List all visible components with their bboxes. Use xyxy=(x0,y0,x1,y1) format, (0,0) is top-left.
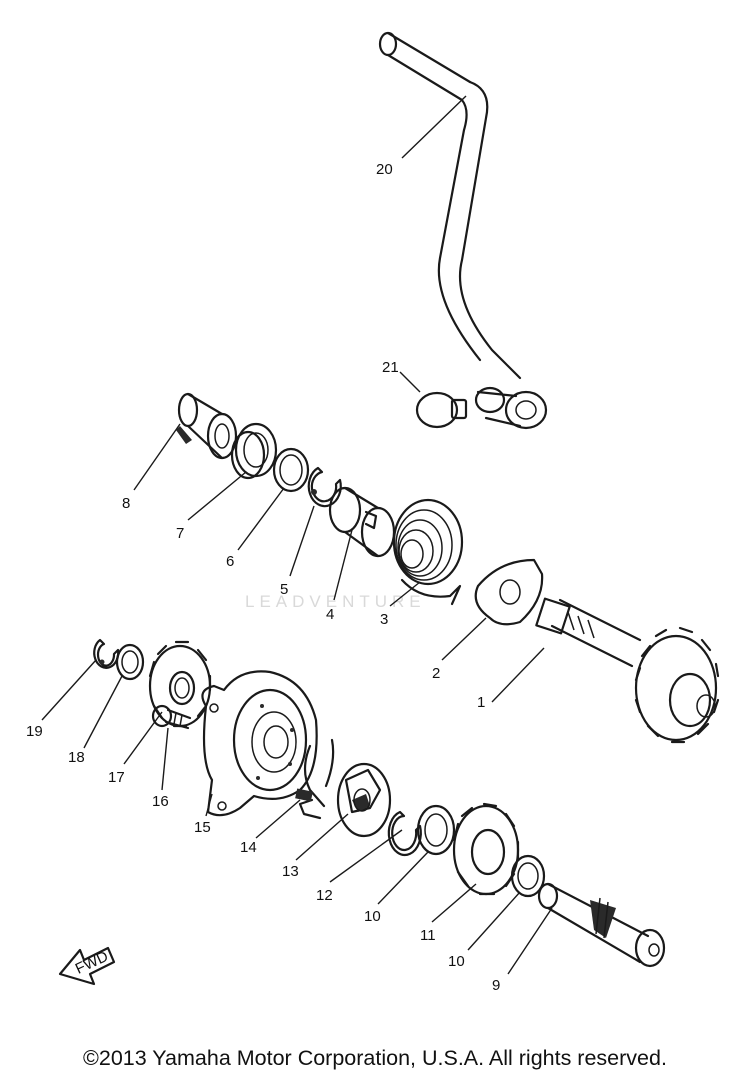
callout-3: 3 xyxy=(380,611,388,628)
part-19-circlip xyxy=(93,638,120,669)
part-15-housing xyxy=(201,670,318,817)
callout-17: 17 xyxy=(108,769,125,786)
part-10-washer-a xyxy=(416,804,456,856)
copyright-notice: ©2013 Yamaha Motor Corporation, U.S.A. A… xyxy=(83,1046,667,1070)
part-2-plate xyxy=(474,558,544,626)
part-20-kick-crank xyxy=(378,31,548,430)
callout-7: 7 xyxy=(176,525,184,542)
callout-10a: 10 xyxy=(364,908,381,925)
callout-20: 20 xyxy=(376,161,393,178)
callout-16: 16 xyxy=(152,793,169,810)
callout-2: 2 xyxy=(432,665,440,682)
callout-5: 5 xyxy=(280,581,288,598)
part-10-washer-b xyxy=(510,854,546,898)
part-5-circlip xyxy=(307,466,342,508)
part-9-spindle xyxy=(537,882,666,968)
callout-13: 13 xyxy=(282,863,299,880)
callout-15: 15 xyxy=(194,819,211,836)
fwd-direction-arrow: FWD xyxy=(58,946,116,986)
callout-1: 1 xyxy=(477,694,485,711)
callout-9: 9 xyxy=(492,977,500,994)
callout-11: 11 xyxy=(420,927,436,944)
part-4-spring-guide xyxy=(328,486,396,558)
callout-18: 18 xyxy=(68,749,85,766)
part-18-washer xyxy=(115,643,145,681)
callout-6: 6 xyxy=(226,553,234,570)
callout-21: 21 xyxy=(382,359,399,376)
callout-12: 12 xyxy=(316,887,333,904)
callout-19: 19 xyxy=(26,723,43,740)
part-16-bolt xyxy=(151,704,192,730)
callout-labels: 1 2 3 4 5 6 7 8 9 10 10 11 12 13 14 15 1… xyxy=(26,161,500,994)
part-1-kick-axle xyxy=(535,597,720,744)
watermark-text: LEADVENTURE xyxy=(245,592,426,611)
part-6-washer xyxy=(272,447,310,493)
part-13-ratchet xyxy=(336,762,392,838)
part-11-kick-gear xyxy=(452,802,520,896)
part-8-bushing xyxy=(176,392,238,460)
callout-10b: 10 xyxy=(448,953,465,970)
part-14-clip xyxy=(295,738,335,820)
part-12-circlip xyxy=(387,810,422,857)
part-7-bearing xyxy=(230,422,278,480)
callout-4: 4 xyxy=(326,606,334,623)
callout-8: 8 xyxy=(122,495,130,512)
part-21-crank-boss xyxy=(415,391,468,429)
part-3-torsion-spring xyxy=(392,498,464,606)
callout-14: 14 xyxy=(240,839,257,856)
leader-lines xyxy=(41,95,553,975)
